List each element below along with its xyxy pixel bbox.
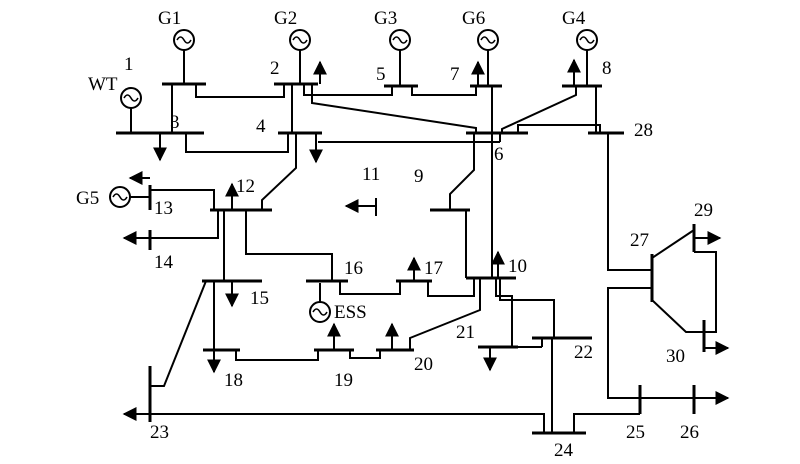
label-g4: G4 [562, 8, 586, 29]
label-bus-6: 6 [494, 144, 504, 165]
label-bus-25: 25 [626, 422, 645, 443]
label-g3: G3 [374, 8, 397, 29]
label-bus-14: 14 [154, 252, 174, 273]
label-bus-26: 26 [680, 422, 699, 443]
label-bus-10: 10 [508, 256, 527, 277]
generator-labels: G1 G2 G3 G6 G4 WT G5 ESS [76, 8, 586, 323]
label-ess: ESS [334, 302, 367, 323]
label-bus-7: 7 [450, 64, 460, 85]
label-bus-19: 19 [334, 370, 353, 391]
label-bus-17: 17 [424, 258, 443, 279]
label-bus-24: 24 [554, 440, 574, 461]
generator-g4 [576, 29, 598, 86]
label-bus-16: 16 [344, 258, 363, 279]
label-bus-28: 28 [634, 120, 653, 141]
label-bus-30: 30 [666, 346, 685, 367]
label-bus-3: 3 [170, 112, 180, 133]
generator-g6 [477, 29, 499, 86]
load-arrows [122, 58, 730, 421]
label-bus-22: 22 [574, 342, 593, 363]
generator-g5 [109, 186, 150, 208]
label-bus-21: 21 [456, 322, 475, 343]
label-bus-27: 27 [630, 230, 649, 251]
label-bus-23: 23 [150, 422, 169, 443]
label-bus-1: 1 [124, 54, 134, 75]
label-bus-18: 18 [224, 370, 243, 391]
label-g5: G5 [76, 188, 99, 209]
label-g1: G1 [158, 8, 181, 29]
label-bus-8: 8 [602, 58, 612, 79]
bus-labels: 1 2 3 4 5 6 7 8 9 10 11 12 13 14 15 16 1… [124, 54, 713, 461]
label-bus-29: 29 [694, 200, 713, 221]
label-g2: G2 [274, 8, 297, 29]
label-g6: G6 [462, 8, 485, 29]
generator-ess [309, 283, 331, 323]
label-wt: WT [88, 74, 118, 95]
generator-g2 [289, 29, 311, 84]
label-bus-13: 13 [154, 198, 173, 219]
label-bus-11: 11 [362, 164, 380, 185]
label-bus-15: 15 [250, 288, 269, 309]
generator-g1 [173, 29, 195, 84]
generator-wt [120, 87, 142, 133]
label-bus-5: 5 [376, 64, 386, 85]
label-bus-4: 4 [256, 116, 266, 137]
label-bus-9: 9 [414, 166, 424, 187]
label-bus-12: 12 [236, 176, 255, 197]
transmission-lines [150, 84, 717, 433]
label-bus-20: 20 [414, 354, 433, 375]
generator-g3 [389, 29, 411, 86]
label-bus-2: 2 [270, 58, 280, 79]
